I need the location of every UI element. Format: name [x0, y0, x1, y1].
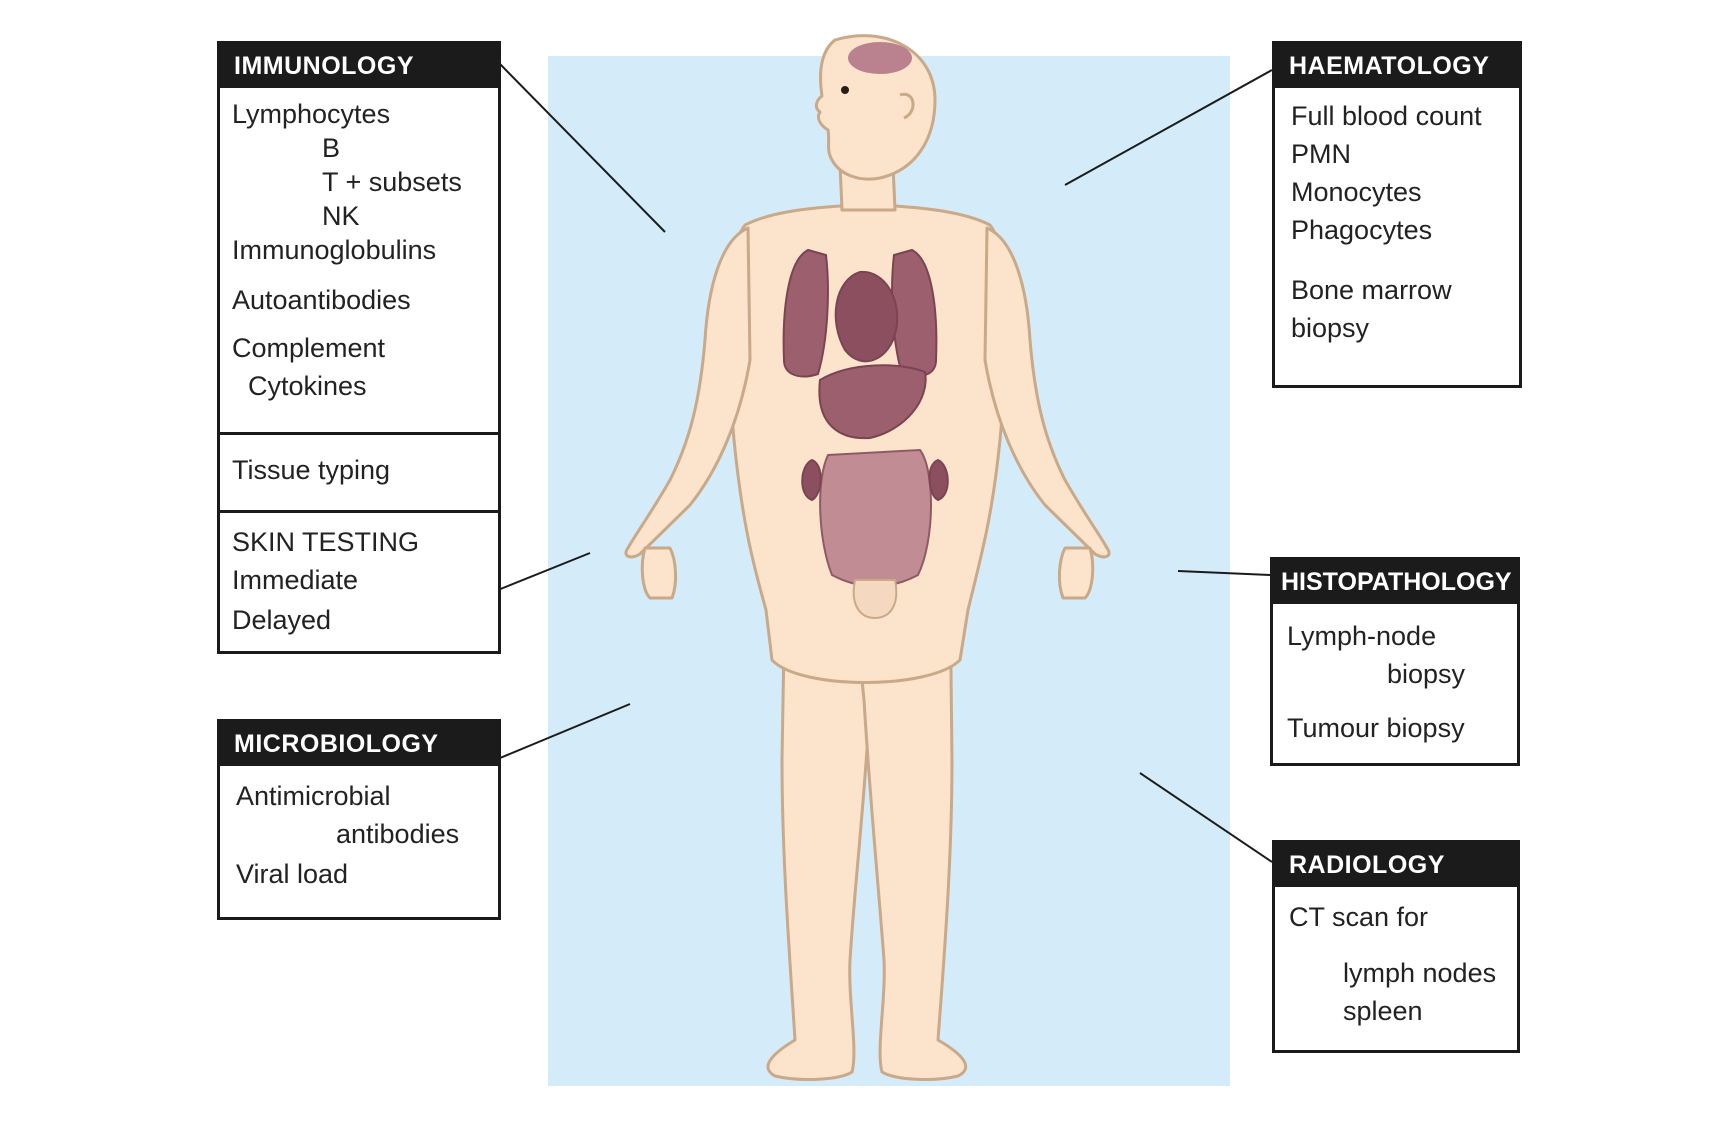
immunology-title: IMMUNOLOGY — [220, 44, 498, 88]
kidney-right — [928, 458, 949, 502]
skin-testing-line: Immediate — [232, 565, 359, 595]
histopathology-title: HISTOPATHOLOGY — [1273, 560, 1517, 604]
radiology-box: RADIOLOGY CT scan for lymph nodes spleen — [1272, 840, 1520, 1053]
immunology-line: Complement — [232, 333, 386, 363]
haematology-line: Bone marrow — [1291, 275, 1452, 305]
immunology-box: IMMUNOLOGY Lymphocytes B T + subsets NK … — [217, 41, 501, 654]
immunology-line: Immunoglobulins — [232, 235, 437, 265]
ear — [899, 92, 915, 120]
microbiology-line: Antimicrobial — [236, 781, 391, 811]
haematology-line: Phagocytes — [1291, 215, 1433, 245]
histopathology-line: Lymph-node — [1287, 621, 1437, 651]
haematology-box: HAEMATOLOGY Full blood count PMN Monocyt… — [1272, 41, 1522, 388]
skin-testing-divider — [220, 510, 498, 513]
immunology-divider — [220, 432, 498, 435]
intestines — [819, 448, 932, 588]
radiology-title: RADIOLOGY — [1275, 843, 1517, 887]
connector-microbiology — [499, 703, 631, 759]
human-body-figure — [624, 34, 1111, 1081]
immunology-line: NK — [322, 201, 360, 231]
immunology-line: T + subsets — [322, 167, 462, 197]
haematology-line: biopsy — [1291, 313, 1370, 343]
histopathology-line: Tumour biopsy — [1287, 713, 1465, 743]
microbiology-title: MICROBIOLOGY — [220, 722, 498, 766]
connector-skin-testing — [497, 552, 591, 591]
haematology-line: Full blood count — [1291, 101, 1482, 131]
microbiology-line: antibodies — [336, 819, 460, 849]
bladder — [852, 579, 898, 620]
internal-organs — [782, 248, 949, 620]
connector-radiology — [1139, 772, 1273, 863]
haematology-title: HAEMATOLOGY — [1275, 44, 1519, 88]
radiology-line: lymph nodes — [1343, 958, 1497, 988]
kidney-left — [801, 458, 822, 502]
radiology-line: spleen — [1343, 996, 1423, 1026]
immunology-line: Cytokines — [248, 371, 367, 401]
liver — [818, 364, 927, 440]
immunology-line: Lymphocytes — [232, 99, 391, 129]
immunology-line: Autoantibodies — [232, 285, 411, 315]
tissue-typing-label: Tissue typing — [232, 455, 391, 485]
connector-immunology — [499, 63, 666, 233]
lung-left — [782, 248, 829, 378]
microbiology-box: MICROBIOLOGY Antimicrobial antibodies Vi… — [217, 719, 501, 920]
histopathology-box: HISTOPATHOLOGY Lymph-node biopsy Tumour … — [1270, 557, 1520, 766]
radiology-line: CT scan for — [1289, 902, 1429, 932]
immunology-line: B — [322, 133, 341, 163]
heart — [834, 270, 899, 363]
connector-haematology — [1064, 69, 1273, 186]
eye — [841, 86, 849, 94]
skin-testing-title: SKIN TESTING — [232, 527, 420, 557]
haematology-line: PMN — [1291, 139, 1351, 169]
microbiology-line: Viral load — [236, 859, 349, 889]
haematology-line: Monocytes — [1291, 177, 1422, 207]
connector-histopathology — [1177, 570, 1271, 576]
head-bruise — [848, 42, 912, 74]
skin-testing-line: Delayed — [232, 605, 332, 635]
histopathology-line: biopsy — [1387, 659, 1466, 689]
